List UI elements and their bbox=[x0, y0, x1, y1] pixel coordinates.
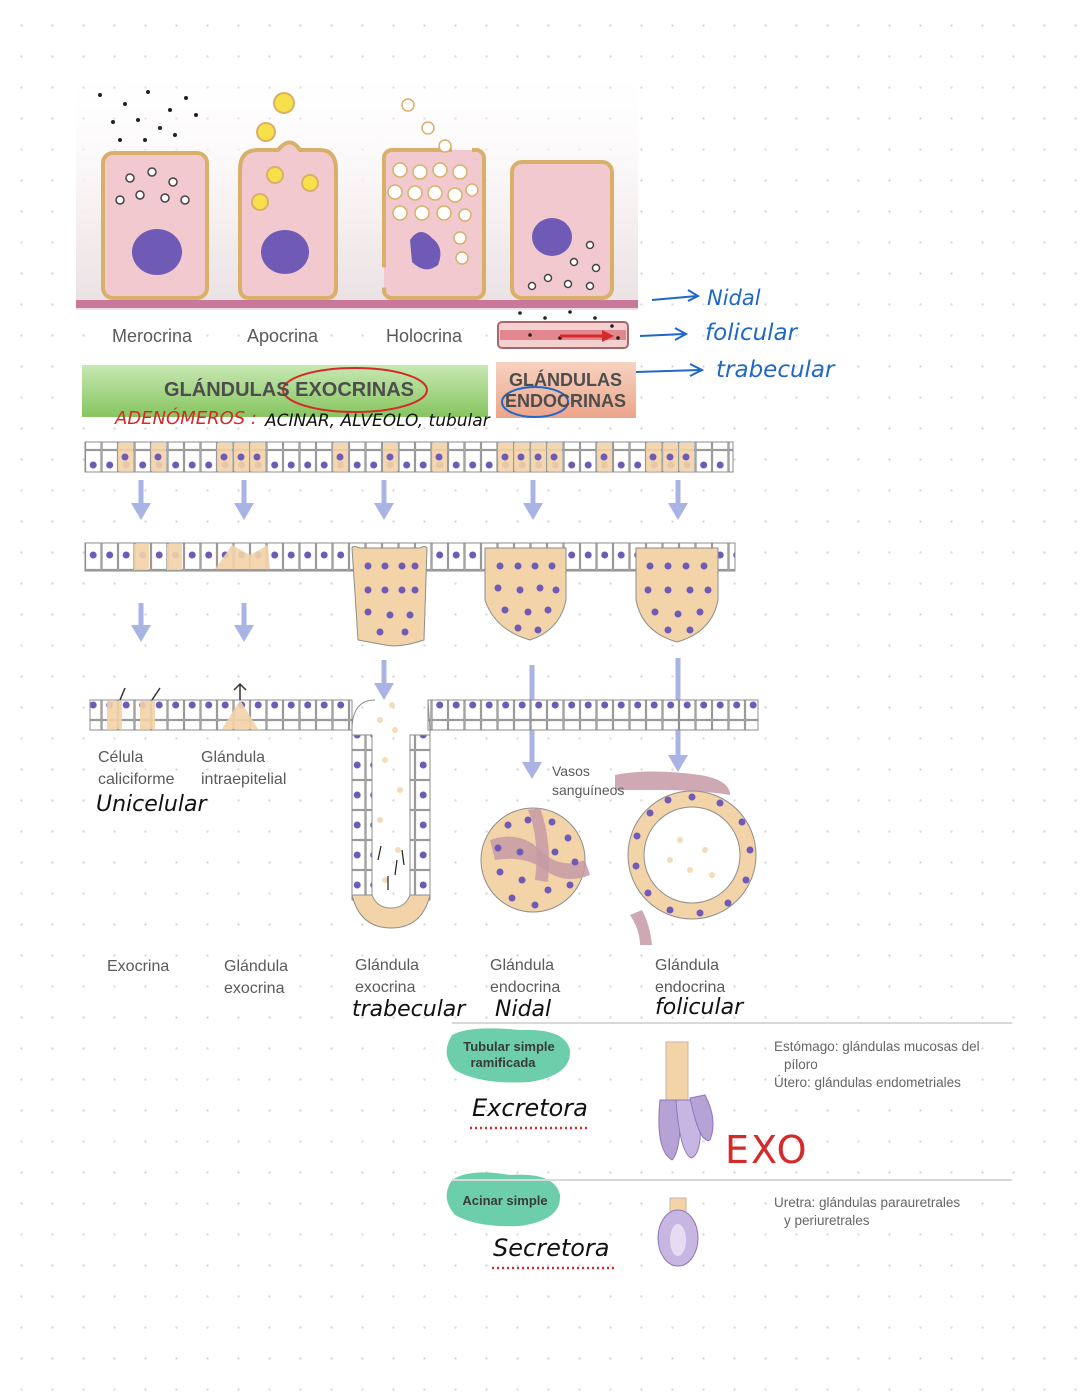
label-apocrina: Apocrina bbox=[247, 326, 319, 346]
example-tubular-desc-line2: píloro bbox=[784, 1057, 818, 1072]
epithelium-row-1 bbox=[84, 441, 734, 473]
exocrinas-circle bbox=[282, 367, 428, 413]
note-trabecular: trabecular bbox=[716, 357, 835, 383]
banner-exocrinas-text: GLÁNDULAS EXOCRINAS bbox=[164, 379, 415, 401]
example-tubular-desc-line1: Estómago: glándulas mucosas del bbox=[774, 1039, 980, 1054]
example-acinar-desc-line1: Uretra: glándulas parauretrales bbox=[774, 1195, 961, 1210]
label-intraepitelial-line2: intraepitelial bbox=[201, 771, 287, 788]
tubular-gland bbox=[351, 699, 431, 929]
teal-blob-2 bbox=[446, 1172, 561, 1227]
label-glandula-endocrina-line1: Glándula bbox=[490, 957, 555, 974]
label-glandula-endocrina-b-line2: endocrina bbox=[655, 979, 726, 996]
example-acinar-line1: Acinar simple bbox=[462, 1193, 548, 1208]
label-intraepitelial-line1: Glándula bbox=[201, 749, 266, 766]
blood-vessel bbox=[497, 310, 629, 349]
follicular-gland bbox=[615, 771, 757, 945]
label-vasos-line1: Vasos bbox=[552, 763, 590, 779]
label-glandula-endocrina-line2: endocrina bbox=[490, 979, 561, 996]
apocrine-cell bbox=[238, 92, 338, 300]
label-glandula-endocrina-b-line1: Glándula bbox=[655, 957, 720, 974]
label-merocrina: Merocrina bbox=[112, 326, 193, 346]
banner-endocrinas-line1: GLÁNDULAS bbox=[509, 370, 622, 390]
example-tubular-desc-line3: Útero: glándulas endometriales bbox=[774, 1075, 961, 1090]
banner-endocrinas-line2: ENDOCRINAS bbox=[505, 391, 627, 411]
epithelium-row-3-right bbox=[427, 699, 759, 731]
label-glandula-exocrina-b-line1: Glándula bbox=[355, 957, 420, 974]
note-folicular: folicular bbox=[705, 320, 798, 346]
note-adenomeros-types: ACINAR, ALVEOLO, tubular bbox=[265, 411, 490, 431]
acinar-simple-illustration bbox=[657, 1197, 699, 1267]
nidal-gland bbox=[480, 807, 590, 913]
teal-blob-1 bbox=[446, 1028, 571, 1083]
label-glandula-exocrina-line2: exocrina bbox=[224, 980, 285, 997]
label-exocrina: Exocrina bbox=[107, 958, 170, 975]
exocrine-banner bbox=[82, 365, 488, 417]
note-secretora: Secretora bbox=[493, 1234, 610, 1262]
label-vasos-line2: sanguíneos bbox=[552, 782, 625, 798]
label-glandula-exocrina-line1: Glándula bbox=[224, 958, 289, 975]
tubular-branched-illustration bbox=[658, 1041, 714, 1161]
note-exo: EXO bbox=[725, 1128, 809, 1172]
note-adenomeros: ADENÓMEROS : bbox=[115, 408, 257, 429]
note-trabecular-2: trabecular bbox=[352, 997, 466, 1022]
example-tubular-line2: ramificada bbox=[470, 1055, 536, 1070]
note-unicelular: Unicelular bbox=[96, 792, 207, 817]
note-excretora: Excretora bbox=[472, 1094, 588, 1122]
note-folicular-2: folicular bbox=[655, 995, 744, 1020]
endocrine-cell bbox=[510, 160, 614, 300]
note-nidal: Nidal bbox=[707, 286, 761, 310]
merocrine-cell bbox=[98, 90, 209, 300]
endo-circle bbox=[501, 386, 569, 418]
example-tubular-line1: Tubular simple bbox=[463, 1039, 555, 1054]
note-nidal-2: Nidal bbox=[495, 997, 552, 1022]
arrows-row-1 bbox=[138, 480, 681, 505]
example-acinar-desc-line2: y periuretrales bbox=[784, 1213, 870, 1228]
label-glandula-exocrina-b-line2: exocrina bbox=[355, 979, 416, 996]
holocrine-cell bbox=[382, 98, 486, 300]
label-celula-line1: Célula bbox=[98, 749, 144, 766]
basement-membrane bbox=[76, 300, 638, 308]
invagination-buds bbox=[351, 546, 719, 647]
label-celula-line2: caliciforme bbox=[98, 771, 175, 788]
blue-arrows bbox=[635, 289, 705, 377]
label-holocrina: Holocrina bbox=[386, 326, 463, 346]
epithelium-row-3-left bbox=[89, 699, 353, 731]
